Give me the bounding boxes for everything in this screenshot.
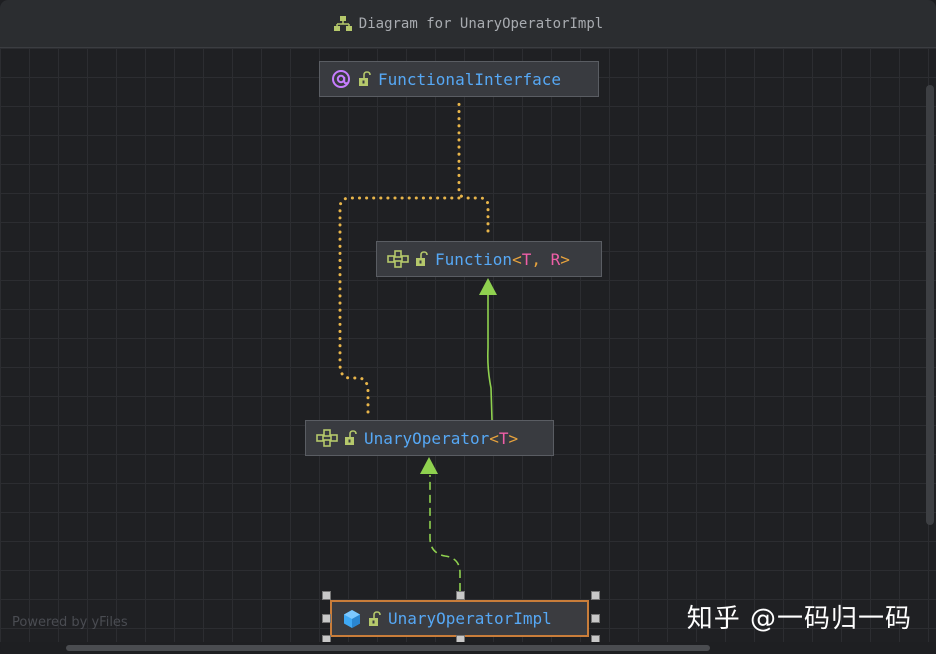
node-label: FunctionalInterface — [378, 69, 562, 89]
open-lock-icon — [368, 610, 382, 627]
edge-unaryoperator-extends-function — [487, 294, 493, 421]
selection-handle[interactable] — [591, 591, 600, 600]
node-label: UnaryOperator<T> — [364, 429, 518, 448]
generic-open: < — [512, 249, 522, 269]
zhihu-watermark: 知乎 @一码归一码 — [686, 604, 912, 634]
annotation-icon — [330, 68, 352, 90]
vertical-scrollbar[interactable] — [926, 85, 934, 525]
interface-icon — [316, 429, 338, 447]
hierarchy-icon — [333, 15, 353, 33]
selection-handle[interactable] — [322, 591, 331, 600]
open-lock-icon — [358, 71, 372, 87]
selection-handle[interactable] — [456, 635, 465, 642]
selection-handle[interactable] — [322, 614, 331, 623]
open-lock-icon — [415, 251, 429, 267]
title-bar: Diagram for UnaryOperatorImpl — [0, 0, 936, 48]
node-label: UnaryOperatorImpl — [388, 609, 552, 628]
diagram-canvas[interactable]: FunctionalInterface Function<T, R> — [0, 48, 936, 642]
node-function[interactable]: Function<T, R> — [376, 241, 602, 277]
edge-unaryoperator-to-functionalinterface — [338, 196, 461, 414]
type-param-separator: , — [531, 249, 551, 269]
yfiles-watermark: Powered by yFiles — [12, 615, 128, 630]
class-cube-icon — [342, 609, 362, 629]
type-param-r: R — [550, 249, 561, 269]
type-param-t: T — [521, 249, 532, 269]
selection-handle[interactable] — [591, 614, 600, 623]
node-functionalinterface[interactable]: FunctionalInterface — [319, 61, 599, 97]
edge-layer — [338, 98, 497, 591]
type-name: Function — [435, 249, 513, 269]
horizontal-scrollbar[interactable] — [66, 645, 710, 651]
generic-close: > — [560, 249, 570, 269]
generic-open: < — [489, 428, 499, 448]
node-unaryoperatorimpl[interactable]: UnaryOperatorImpl — [330, 600, 589, 637]
arrowhead-function — [479, 278, 497, 295]
selection-handle[interactable] — [322, 635, 331, 642]
node-label: Function<T, R> — [435, 250, 570, 269]
interface-icon — [387, 250, 409, 268]
selection-handle[interactable] — [591, 635, 600, 642]
generic-close: > — [508, 428, 519, 448]
selection-handle[interactable] — [456, 591, 465, 600]
window-title: Diagram for UnaryOperatorImpl — [358, 15, 604, 32]
open-lock-icon — [344, 430, 358, 446]
node-unaryoperator[interactable]: UnaryOperator<T> — [305, 420, 554, 456]
arrowhead-unaryoperator — [420, 457, 438, 474]
edge-impl-implements-unaryoperator — [429, 475, 461, 591]
type-name: UnaryOperator — [364, 428, 490, 448]
type-param-t: T — [498, 428, 509, 448]
edge-function-to-functionalinterface — [457, 98, 490, 233]
